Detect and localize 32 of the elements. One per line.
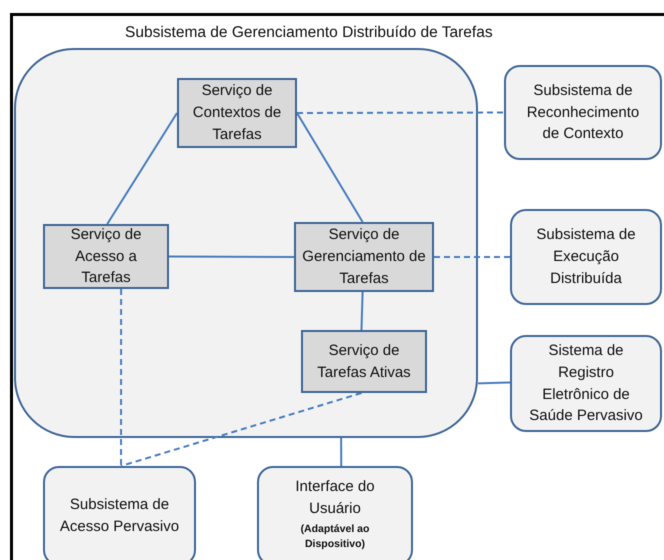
- node-note: (Adaptável ao Dispositivo): [300, 522, 370, 552]
- dashed-connector: [297, 112, 504, 114]
- subsystem-box: [510, 209, 662, 305]
- node-label: Interface do Usuário: [294, 477, 376, 519]
- subsystem-box: [510, 335, 662, 432]
- node-label: Subsistema de Acesso Pervasivo: [59, 495, 180, 537]
- connector-line: [478, 382, 510, 384]
- node-label: Serviço de Gerenciamento de Tarefas: [301, 225, 427, 289]
- connector-line: [360, 292, 364, 330]
- service-box: [177, 78, 297, 148]
- connector-line: [169, 256, 294, 258]
- service-box: [294, 222, 434, 292]
- connector-line: [340, 438, 342, 466]
- node-label: Subsistema de Reconhecimento de Contexto: [526, 80, 640, 144]
- node-label: Subsistema de Execução Distribuída: [535, 225, 637, 289]
- dashed-connector: [120, 289, 122, 466]
- dashed-connector: [120, 392, 362, 467]
- subsystem-box: [43, 466, 196, 560]
- node-label: Serviço de Tarefas Ativas: [316, 340, 412, 382]
- connector-line: [296, 112, 364, 223]
- subsystem-container: [14, 48, 478, 438]
- node-label: Sistema de Registro Eletrônico de Saúde Pervasivo: [528, 341, 644, 426]
- subsystem-box: [257, 466, 413, 560]
- subsystem-box: [504, 65, 662, 160]
- system-frame: [10, 13, 664, 560]
- dashed-connector: [434, 256, 510, 258]
- service-box: [301, 330, 427, 393]
- service-box: [43, 224, 169, 289]
- node-label: Serviço de Contextos de Tarefas: [192, 81, 282, 145]
- frame-title: Subsistema de Gerenciamento Distribuído de Tarefas: [125, 24, 493, 42]
- connector-line: [106, 112, 178, 225]
- node-label: Serviço de Acesso a Tarefas: [70, 224, 142, 288]
